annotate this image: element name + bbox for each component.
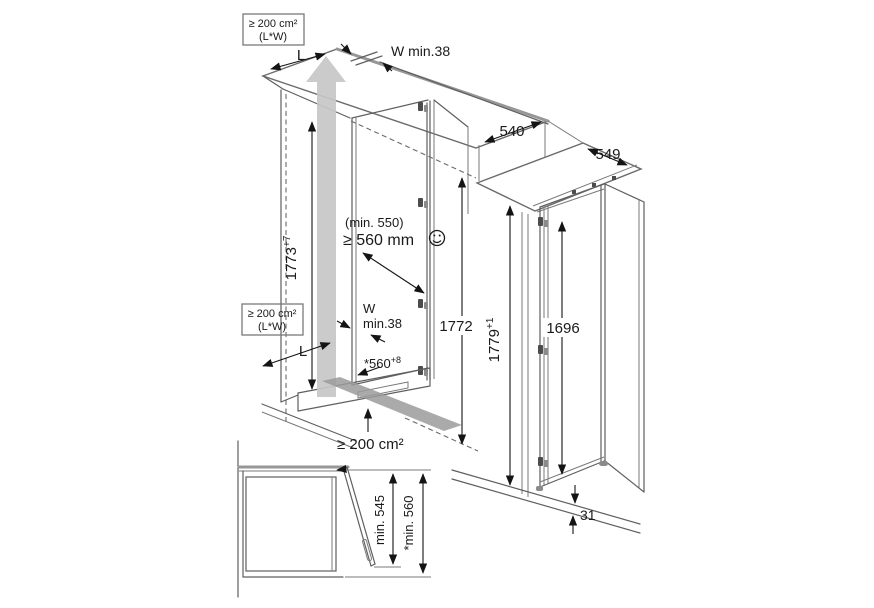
top-rail-mark bbox=[572, 190, 576, 194]
door-handle bbox=[362, 538, 372, 562]
mid-vent-label-box: ≥ 200 cm² (L*W) bbox=[241, 303, 304, 336]
door-height-label: 1696 bbox=[546, 320, 579, 337]
inset-depth-total: *min. 560 bbox=[401, 496, 416, 551]
inset-depth-min: min. 545 bbox=[372, 495, 387, 545]
top-rail-mark bbox=[612, 176, 616, 180]
appliance-top-depth: 549 bbox=[595, 146, 620, 163]
niche-cabinet bbox=[260, 47, 551, 450]
depth-min-label: ≥ 560 mm bbox=[343, 232, 414, 249]
bottom-clearance-label: 31 bbox=[580, 507, 596, 523]
mid-vent-line2: (L*W) bbox=[258, 321, 286, 333]
top-vent-label-box: ≥ 200 cm² (L*W) bbox=[242, 13, 305, 46]
side-gap-line1: W bbox=[363, 301, 376, 316]
appliance-side bbox=[604, 183, 645, 493]
top-vent-line2: (L*W) bbox=[259, 31, 287, 43]
niche-door bbox=[351, 99, 429, 386]
inset-appliance-body bbox=[245, 476, 337, 572]
top-gap-label: W min.38 bbox=[391, 43, 450, 59]
airflow-streak bbox=[322, 377, 462, 431]
labels: ≥ 200 cm² (L*W) W min.38 L 1773+7 (min. … bbox=[241, 13, 621, 551]
foot bbox=[536, 486, 543, 491]
top-view-inset bbox=[237, 440, 431, 598]
niche-width-label: *560+8 bbox=[364, 355, 401, 371]
top-vent-line1: ≥ 200 cm² bbox=[249, 18, 298, 30]
door-pivot-arrow bbox=[336, 464, 347, 474]
appliance-hinge-icons bbox=[538, 217, 548, 467]
foot bbox=[599, 461, 608, 466]
appliance-body-height: 1772 bbox=[439, 318, 472, 335]
depth-min-note: (min. 550) bbox=[345, 215, 404, 230]
side-gap-line2: min.38 bbox=[363, 316, 402, 331]
door-hinge-icons bbox=[418, 102, 428, 376]
inset-open-door bbox=[342, 466, 376, 567]
niche-height-label: 1773+7 bbox=[282, 235, 300, 280]
top-rail-mark bbox=[592, 183, 596, 187]
appliance-top-width: 540 bbox=[499, 123, 524, 140]
appliance-unit bbox=[451, 142, 645, 534]
mid-depth-letter: L bbox=[299, 343, 307, 360]
bottom-vent-label: ≥ 200 cm² bbox=[337, 436, 404, 453]
alignment-line-bottom bbox=[404, 417, 479, 452]
appliance-door bbox=[536, 183, 606, 488]
floor-line bbox=[451, 469, 641, 525]
appliance-total-height: 1779+1 bbox=[485, 317, 503, 362]
airflow-up-arrow bbox=[306, 56, 346, 397]
mid-vent-line1: ≥ 200 cm² bbox=[248, 308, 297, 320]
dimension-lines bbox=[262, 43, 628, 534]
top-depth-letter: L bbox=[297, 47, 305, 64]
smiley-icon bbox=[428, 229, 446, 247]
base-vent-slot bbox=[357, 381, 409, 399]
floor-line bbox=[451, 478, 641, 534]
alignment-line-top bbox=[350, 120, 477, 179]
